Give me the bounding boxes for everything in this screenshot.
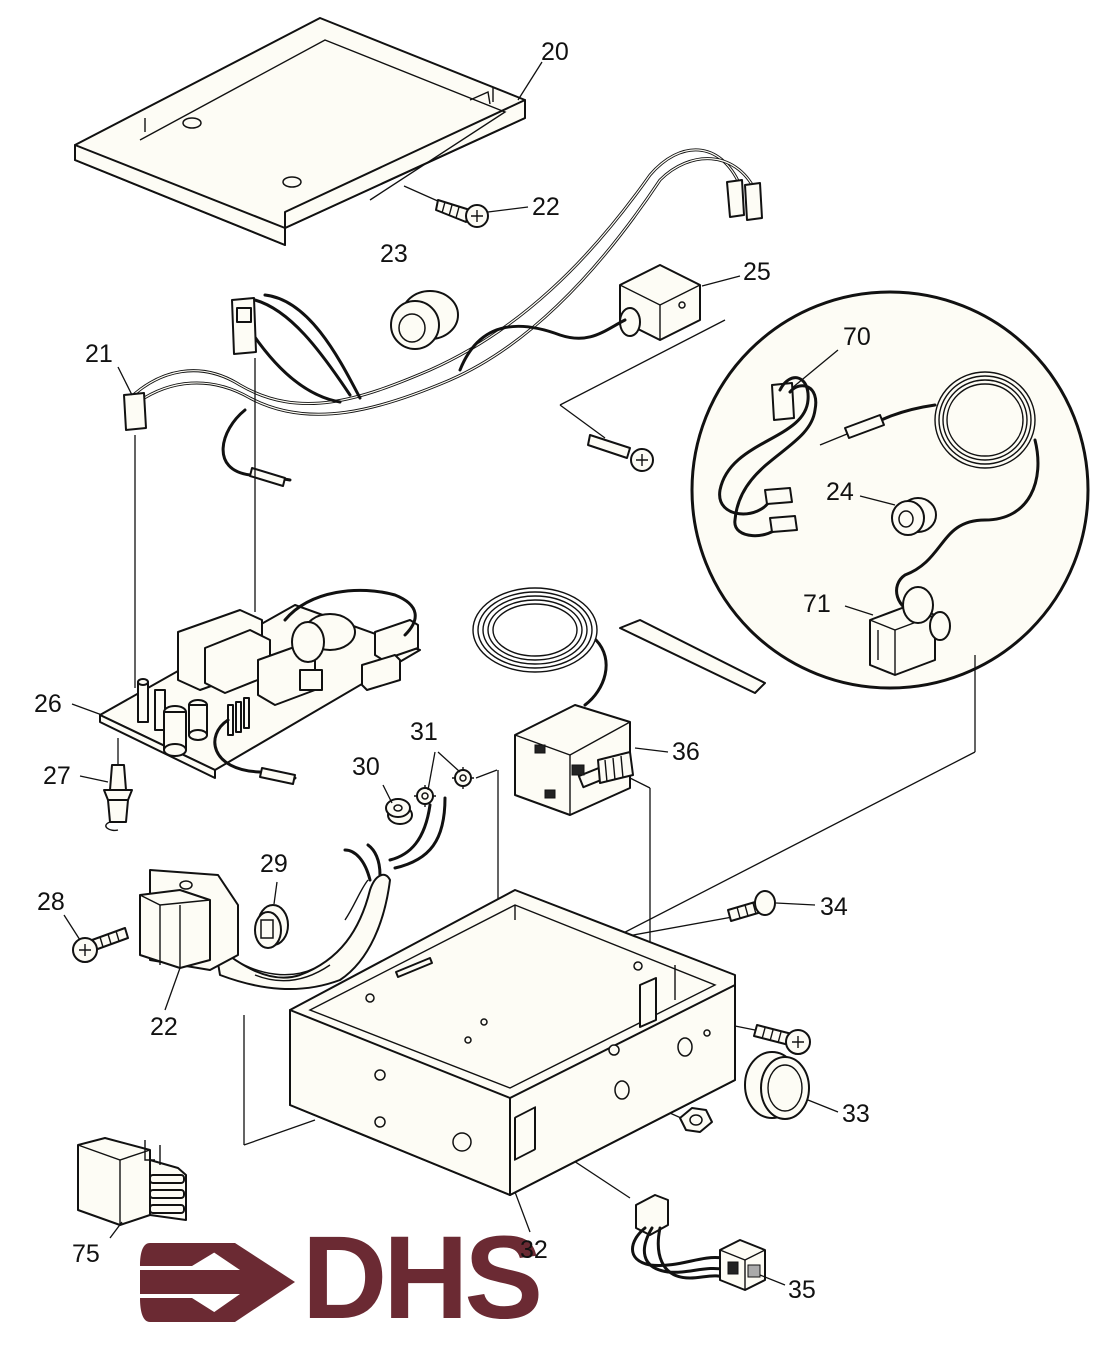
part-31-washers [414,751,498,807]
callout-30: 30 [352,753,380,781]
callout-21: 21 [85,340,113,368]
callout-22-bracket: 22 [150,1013,178,1041]
callout-20: 20 [541,38,569,66]
part-34-screw [727,890,816,922]
callout-32: 32 [520,1236,548,1264]
part-36-thermostat [472,587,766,816]
part-25-connector [559,264,726,472]
callout-35: 35 [788,1276,816,1304]
part-29-grommet [254,904,289,949]
part-21-wiring-harness [123,148,763,487]
part-75-connector [77,1137,187,1239]
part-22-screw [403,185,489,228]
callout-22-screw: 22 [532,193,560,221]
part-26-circuit-board [99,588,421,785]
callout-75: 75 [72,1240,100,1268]
part-27-standoff [103,738,133,832]
inset-thermostat-assembly [690,290,1090,690]
part-side-screw [753,1024,811,1055]
part-35-switch [631,1194,786,1291]
part-22-bracket-cord [139,796,447,991]
part-32-housing-box [289,889,736,1196]
callout-27: 27 [43,762,71,790]
part-23-grommet [390,290,459,350]
callout-71: 71 [803,590,831,618]
part-30-nut [385,798,413,825]
callout-23: 23 [380,240,408,268]
callout-28: 28 [37,888,65,916]
logo-text: DHS [302,1212,539,1344]
callout-36: 36 [672,738,700,766]
callout-34: 34 [820,893,848,921]
callout-33: 33 [842,1100,870,1128]
part-28-screw [72,927,129,963]
callout-70: 70 [843,323,871,351]
part-33-knob [744,1051,839,1120]
callout-labels: 20 22 23 25 21 70 24 71 26 27 30 31 36 2… [34,38,871,1304]
callout-24: 24 [826,478,854,506]
part-20-cover-panel [74,17,526,246]
callout-26: 26 [34,690,62,718]
callout-25: 25 [743,258,771,286]
callout-29: 29 [260,850,288,878]
callout-leaders [63,61,896,1233]
hex-nut [679,1107,713,1133]
callout-31: 31 [410,718,438,746]
dhs-logo: DHS [140,1212,543,1344]
logo-arrow [140,1243,295,1322]
